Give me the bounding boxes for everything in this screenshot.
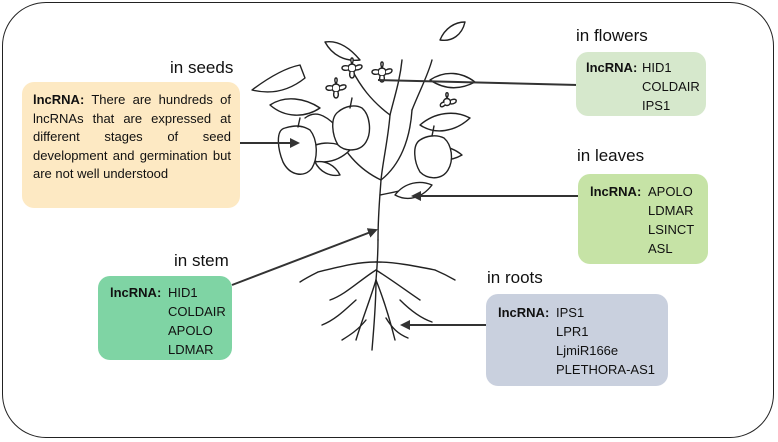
leaf (419, 112, 471, 132)
stem-item: COLDAIR (168, 304, 226, 319)
roots-box: lncRNA: IPS1 LPR1 LjmiR166e PLETHORA-AS1 (486, 294, 668, 386)
flowers-lead: lncRNA: (586, 60, 638, 75)
leaves-lead: lncRNA: (590, 184, 642, 199)
leaves-item: LDMAR (648, 203, 694, 218)
stem-item: LDMAR (168, 342, 214, 357)
roots-lead: lncRNA: (498, 305, 550, 320)
seeds-lead: lncRNA: (33, 92, 85, 107)
arrow-flowers (377, 79, 579, 86)
leaves-box: lncRNA: APOLO LDMAR LSINCT ASL (578, 174, 708, 264)
leaf (251, 64, 306, 93)
seeds-text: There are hundreds of lncRNAs that are e… (33, 92, 231, 182)
roots-item: LjmiR166e (556, 343, 619, 358)
leaves-title: in leaves (577, 146, 645, 165)
stem-item: HID1 (168, 285, 198, 300)
seeds-title: in seeds (170, 58, 234, 77)
arrow-stem (231, 228, 378, 286)
pepper (414, 135, 453, 179)
flower (371, 61, 393, 83)
seeds-description: lncRNA: There are hundreds of lncRNAs th… (33, 91, 231, 184)
stem-list: HID1 COLDAIR APOLO LDMAR (168, 283, 226, 359)
flowers-item: HID1 (642, 60, 672, 75)
leaves-item: APOLO (648, 184, 693, 199)
diagram-frame (2, 2, 774, 438)
leaf (314, 160, 341, 177)
flower (439, 92, 457, 108)
roots-list: IPS1 LPR1 LjmiR166e PLETHORA-AS1 (556, 303, 655, 379)
seeds-box: lncRNA: There are hundreds of lncRNAs th… (22, 82, 240, 208)
flowers-list: HID1 COLDAIR IPS1 (642, 58, 700, 115)
flowers-item: COLDAIR (642, 79, 700, 94)
leaves-list: APOLO LDMAR LSINCT ASL (648, 182, 694, 258)
flower (325, 77, 347, 99)
stem-box: lncRNA: HID1 COLDAIR APOLO LDMAR (98, 276, 232, 360)
flowers-box: lncRNA: HID1 COLDAIR IPS1 (576, 52, 706, 116)
roots-item: LPR1 (556, 324, 589, 339)
stem-title: in stem (174, 251, 229, 270)
leaf (269, 98, 321, 116)
leaf (439, 21, 466, 42)
leaf (394, 181, 433, 200)
flower (341, 57, 363, 79)
roots-title: in roots (487, 268, 543, 287)
leaves-item: LSINCT (648, 222, 695, 237)
pepper (332, 105, 371, 151)
root (375, 239, 379, 281)
flowers-title: in flowers (576, 26, 648, 45)
stem-item: APOLO (168, 323, 213, 338)
pepper (277, 125, 317, 175)
roots-item: IPS1 (556, 305, 585, 320)
roots-item: PLETHORA-AS1 (556, 362, 655, 377)
leaf (324, 41, 361, 62)
flowers-item: IPS1 (642, 98, 671, 113)
stem-lead: lncRNA: (110, 285, 162, 300)
leaves-item: ASL (648, 241, 673, 256)
